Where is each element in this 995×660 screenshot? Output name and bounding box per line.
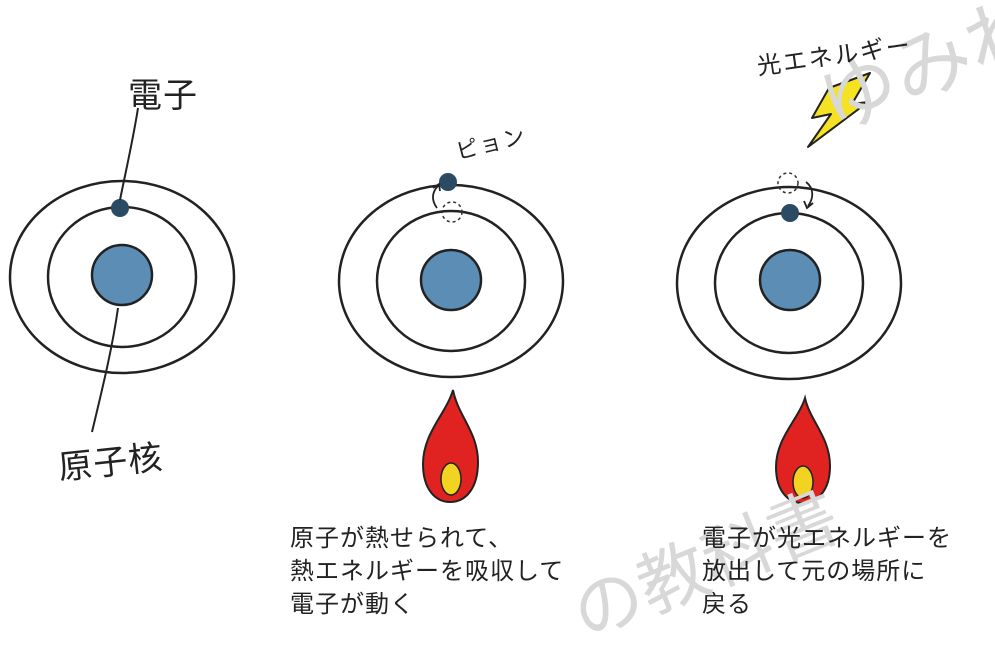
atom-diagram (8, 72, 903, 505)
electron (111, 199, 129, 217)
electron-leader-line (119, 107, 139, 201)
panel-emission (675, 72, 903, 505)
nucleus (90, 243, 154, 307)
panel-ground-state (8, 107, 236, 433)
return-arrow (805, 181, 814, 207)
nucleus-leader-line (91, 307, 119, 433)
electron (781, 204, 799, 222)
jump-arrow-head (432, 182, 441, 192)
panel-excitation (337, 173, 565, 504)
nucleus (758, 248, 822, 312)
outer-orbit (8, 179, 236, 375)
electron-label: 電子 (128, 76, 198, 116)
excitation-caption: 原子が熱せられて、 熱エネルギーを吸収して 電子が動く (290, 524, 565, 618)
previous-electron-position (441, 201, 463, 223)
outer-orbit (675, 185, 903, 381)
flame-icon (421, 389, 480, 504)
electron (439, 173, 457, 191)
inner-orbit (375, 209, 527, 353)
lightning-icon (807, 72, 871, 148)
jump-arrow (432, 185, 439, 209)
flame-icon (774, 394, 832, 505)
previous-electron-position (777, 172, 799, 194)
return-arrow-head (803, 200, 814, 210)
emission-caption: 電子が光エネルギーを 放出して元の場所に 戻る (702, 524, 952, 618)
nucleus (419, 248, 483, 312)
